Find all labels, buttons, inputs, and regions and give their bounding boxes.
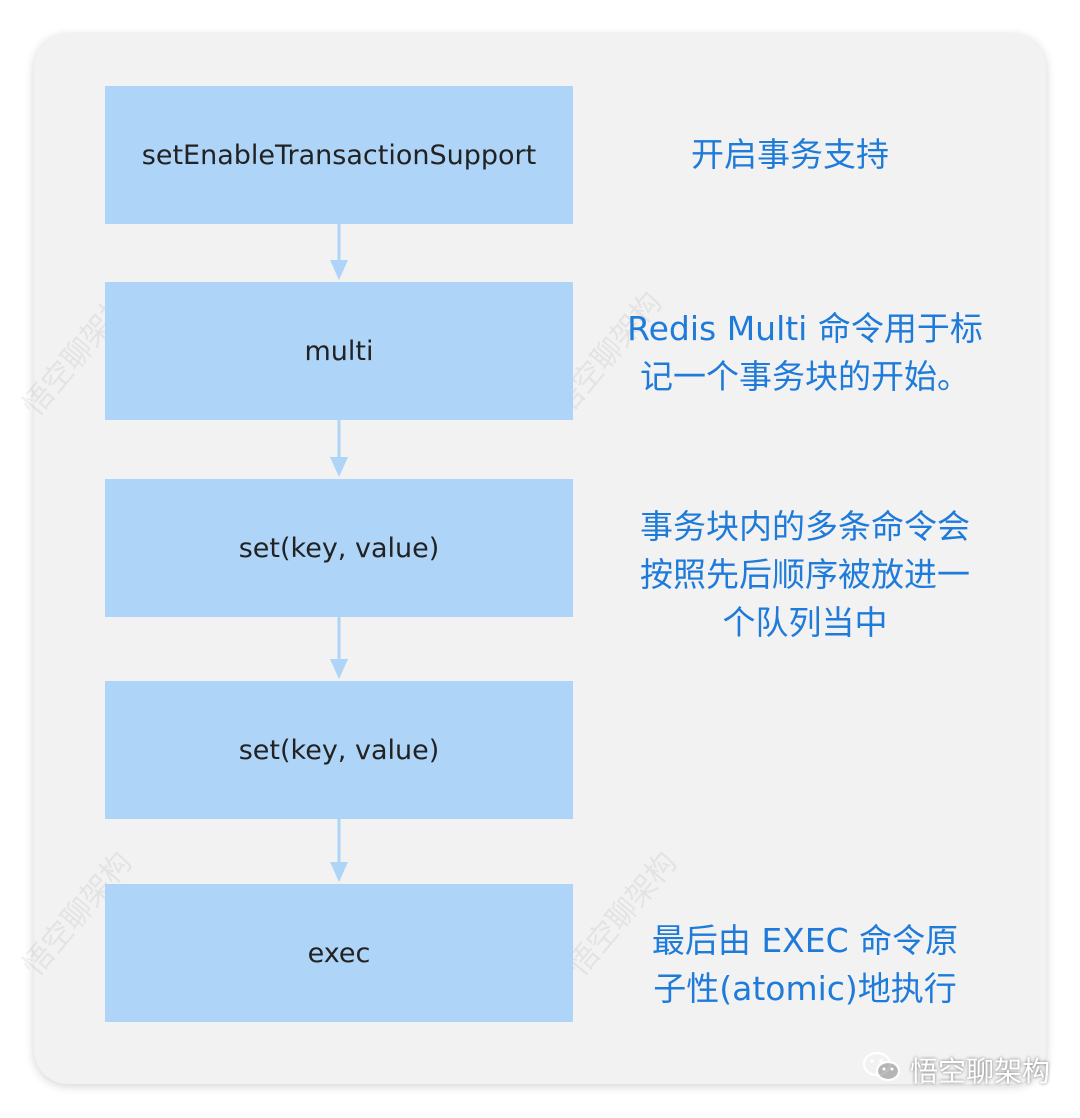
- note-line: 记一个事务块的开始。: [640, 357, 970, 396]
- note-line: Redis Multi 命令用于标: [627, 309, 983, 348]
- step-multi: multi: [105, 282, 573, 420]
- step-label: set(key, value): [238, 734, 440, 766]
- flow-arrow: [329, 224, 349, 282]
- step-exec: exec: [105, 884, 573, 1022]
- wechat-icon: [862, 1050, 902, 1091]
- note-exec: 最后由 EXEC 命令原 子性(atomic)地执行: [590, 917, 1020, 1013]
- note-queue: 事务块内的多条命令会 按照先后顺序被放进一 个队列当中: [590, 503, 1020, 647]
- step-label: multi: [304, 335, 374, 367]
- note-multi: Redis Multi 命令用于标 记一个事务块的开始。: [590, 305, 1020, 401]
- step-label: set(key, value): [238, 532, 440, 564]
- note-line: 个队列当中: [722, 603, 888, 642]
- step-label: setEnableTransactionSupport: [141, 139, 537, 171]
- step-set-1: set(key, value): [105, 479, 573, 617]
- note-enable-transaction: 开启事务支持: [575, 131, 1005, 179]
- note-line: 按照先后顺序被放进一: [640, 555, 970, 594]
- flow-arrow: [329, 617, 349, 681]
- step-enable-transaction-support: setEnableTransactionSupport: [105, 86, 573, 224]
- note-line: 事务块内的多条命令会: [640, 507, 970, 546]
- brand-signature: 悟空聊架构: [862, 1050, 1050, 1090]
- note-line: 最后由 EXEC 命令原: [651, 921, 959, 960]
- flow-arrow: [329, 819, 349, 884]
- note-line: 开启事务支持: [691, 135, 889, 174]
- brand-name: 悟空聊架构: [910, 1055, 1051, 1088]
- note-line: 子性(atomic)地执行: [653, 969, 957, 1008]
- flow-arrow: [329, 420, 349, 479]
- step-set-2: set(key, value): [105, 681, 573, 819]
- step-label: exec: [307, 937, 371, 969]
